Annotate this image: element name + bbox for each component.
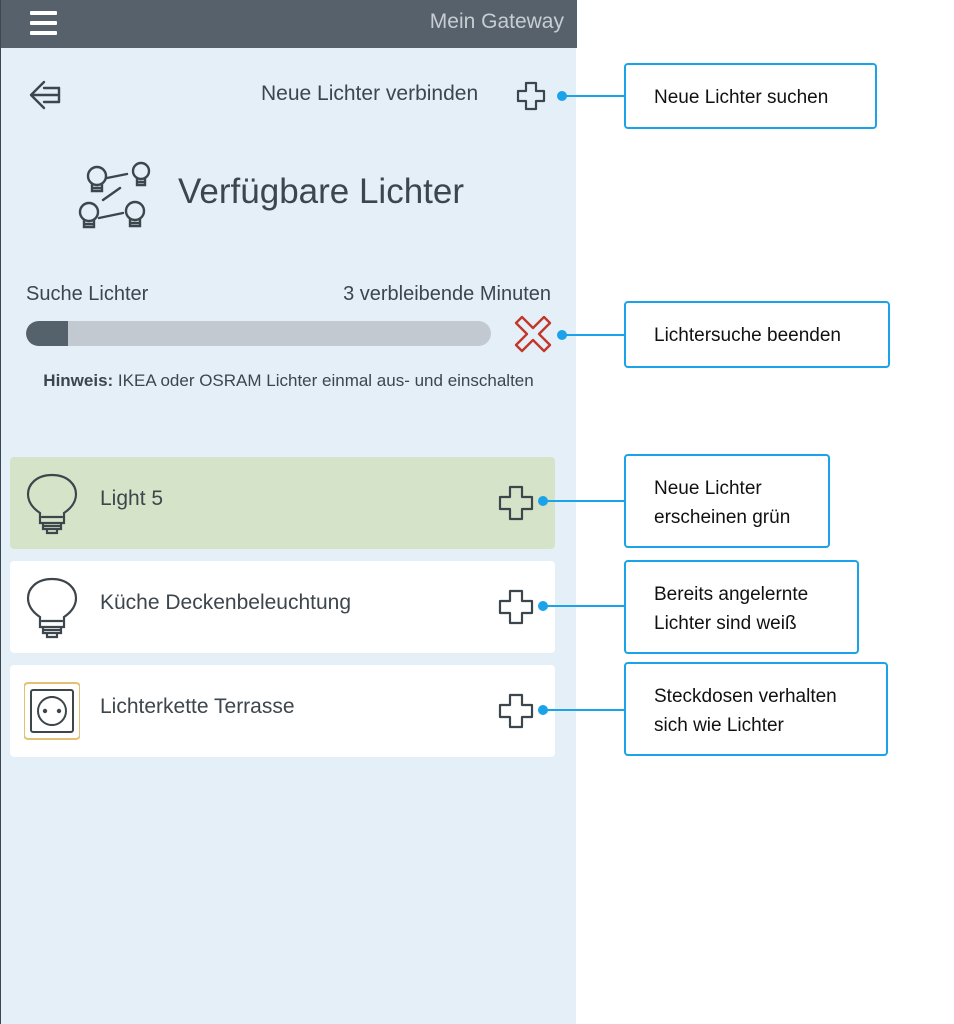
callout-text: Lichtersuche beenden: [654, 325, 841, 346]
light-label: Küche Deckenbeleuchtung: [100, 591, 352, 614]
gateway-title: Mein Gateway: [429, 10, 564, 33]
callout-search-lights: Neue Lichter suchen: [624, 63, 877, 129]
app-panel: Mein Gateway Neue Lichter verbinden Verf…: [0, 0, 577, 1024]
callout-line: sich wie Lichter: [654, 715, 784, 736]
search-status-label: Suche Lichter: [26, 283, 149, 305]
callout-leader: [547, 500, 625, 502]
plus-icon[interactable]: [498, 485, 534, 521]
plus-icon[interactable]: [498, 589, 534, 625]
socket-icon: [24, 682, 80, 740]
callout-leader: [566, 334, 625, 336]
light-label: Light 5: [100, 487, 164, 510]
callout-stop-search: Lichtersuche beenden: [624, 301, 890, 368]
callout-leader: [566, 95, 625, 97]
callout-line: Neue Lichter: [654, 478, 762, 499]
search-progress-fill: [26, 321, 68, 346]
callout-new-green: Neue Lichter erscheinen grün: [624, 454, 830, 548]
callout-dot: [538, 496, 548, 506]
remaining-time: 3 verbleibende Minuten: [343, 283, 551, 305]
light-row[interactable]: Küche Deckenbeleuchtung: [10, 561, 555, 653]
bulbs-network-icon: [78, 161, 151, 229]
callout-text: Neue Lichter suchen: [654, 87, 829, 108]
plus-icon[interactable]: [498, 693, 534, 729]
hint-text: Hinweis: IKEA oder OSRAM Lichter einmal …: [41, 366, 536, 396]
bulb-icon: [26, 473, 78, 535]
callout-dot: [557, 330, 567, 340]
callout-known-white: Bereits angelernte Lichter sind weiß: [624, 560, 859, 654]
callout-line: Bereits angelernte: [654, 584, 809, 605]
callout-sockets: Steckdosen verhalten sich wie Lichter: [624, 662, 888, 756]
callout-line: Lichter sind weiß: [654, 613, 797, 634]
callout-dot: [538, 705, 548, 715]
bulb-icon: [26, 577, 78, 639]
hamburger-icon[interactable]: [30, 11, 57, 35]
callout-line: Steckdosen verhalten: [654, 686, 837, 707]
plus-icon[interactable]: [515, 80, 547, 112]
page-title: Verfügbare Lichter: [178, 172, 465, 211]
hint-bold: Hinweis:: [43, 371, 114, 390]
light-row[interactable]: Lichterkette Terrasse: [10, 665, 555, 757]
callout-dot: [538, 601, 548, 611]
light-label: Lichterkette Terrasse: [100, 695, 295, 718]
callout-leader: [547, 709, 625, 711]
callout-leader: [547, 605, 625, 607]
connect-lights-label[interactable]: Neue Lichter verbinden: [261, 82, 479, 105]
close-icon[interactable]: [513, 314, 553, 354]
arrow-left-icon[interactable]: [27, 78, 63, 112]
light-row[interactable]: Light 5: [10, 457, 555, 549]
top-bar: Mein Gateway: [1, 0, 577, 48]
hint-body: IKEA oder OSRAM Lichter einmal aus- und …: [113, 371, 534, 390]
search-progress-bar: [26, 321, 491, 346]
callout-line: erscheinen grün: [654, 507, 791, 528]
callout-dot: [557, 91, 567, 101]
